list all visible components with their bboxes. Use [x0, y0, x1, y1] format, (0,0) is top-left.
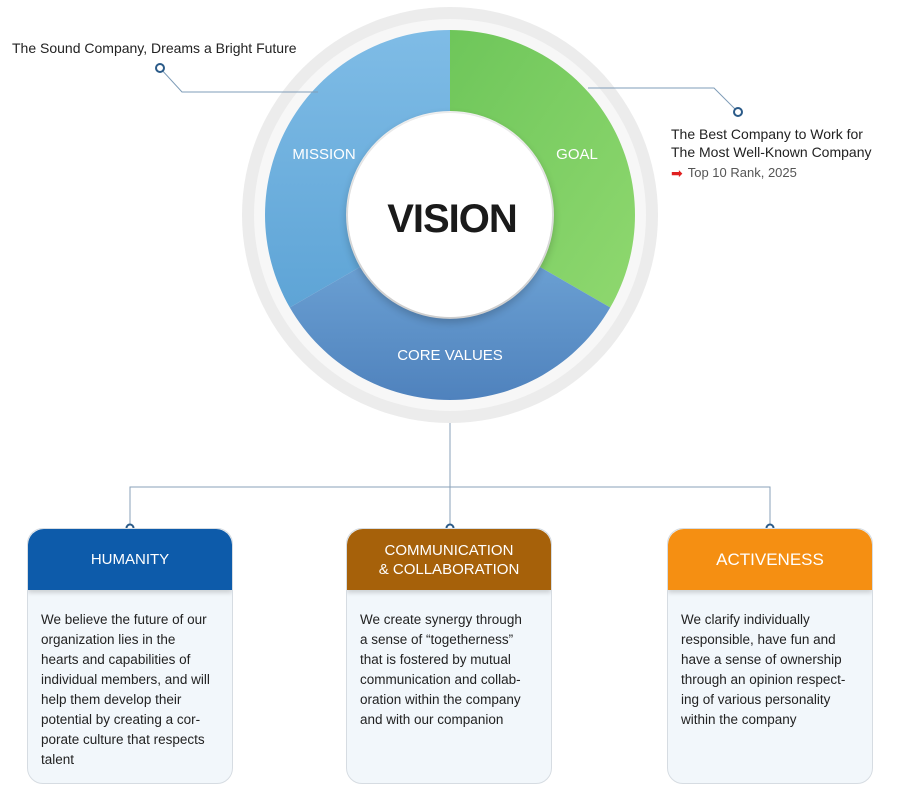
communication-line: and with our companion — [360, 712, 504, 727]
communication-card-header: COMMUNICATION & COLLABORATION — [347, 529, 551, 590]
core-values-label: CORE VALUES — [397, 347, 503, 364]
vision-center — [348, 113, 552, 317]
humanity-description: We believe the future of our organizatio… — [28, 590, 232, 770]
goal-segment — [450, 30, 635, 308]
goal-connector-dot — [733, 107, 743, 117]
humanity-line: potential by creating a cor- — [41, 712, 201, 727]
goal-caption-line2: The Most Well-Known Company — [671, 144, 872, 160]
vision-label: VISION — [387, 197, 517, 241]
humanity-card: HUMANITY We believe the future of our or… — [27, 528, 233, 784]
communication-line: that is fostered by mutual — [360, 652, 511, 667]
communication-title-line1: COMMUNICATION — [384, 541, 514, 559]
communication-line: oration within the company — [360, 692, 521, 707]
communication-line: communication and collab- — [360, 672, 521, 687]
humanity-card-header: HUMANITY — [28, 529, 232, 590]
communication-card: COMMUNICATION & COLLABORATION We create … — [346, 528, 552, 784]
mission-caption: The Sound Company, Dreams a Bright Futur… — [12, 40, 297, 56]
mission-segment — [265, 30, 450, 308]
activeness-card-header: ACTIVENESS — [668, 529, 872, 590]
activeness-title: ACTIVENESS — [716, 549, 824, 569]
humanity-line: talent — [41, 752, 75, 767]
activeness-line: within the company — [681, 712, 797, 727]
communication-line: We create synergy through — [360, 612, 522, 627]
humanity-line: We believe the future of our — [41, 612, 207, 627]
humanity-line: individual members, and will — [41, 672, 210, 687]
goal-connector — [588, 87, 739, 113]
rank-text: Top 10 Rank, 2025 — [687, 165, 797, 180]
humanity-line: help them develop their — [41, 692, 182, 707]
communication-description: We create synergy through a sense of “to… — [347, 590, 551, 730]
mission-connector — [159, 67, 318, 93]
humanity-line: organization lies in the — [41, 632, 176, 647]
mission-connector-dot — [155, 63, 165, 73]
humanity-line: porate culture that respects — [41, 732, 205, 747]
communication-title-line2: & COLLABORATION — [378, 560, 520, 578]
activeness-line: have a sense of ownership — [681, 652, 842, 667]
activeness-card: ACTIVENESS We clarify individually respo… — [667, 528, 873, 784]
communication-line: a sense of “togetherness” — [360, 632, 514, 647]
branch-connector — [129, 486, 771, 528]
goal-caption-line1: The Best Company to Work for — [671, 126, 863, 142]
goal-caption: The Best Company to Work for The Most We… — [671, 125, 871, 161]
rank-line: ➡ Top 10 Rank, 2025 — [671, 165, 797, 180]
activeness-line: through an opinion respect- — [681, 672, 846, 687]
activeness-description: We clarify individually responsible, hav… — [668, 590, 872, 730]
right-arrow-icon: ➡ — [671, 164, 683, 181]
mission-label: MISSION — [292, 146, 355, 163]
humanity-line: hearts and capabilities of — [41, 652, 191, 667]
activeness-line: responsible, have fun and — [681, 632, 836, 647]
core-values-segment — [289, 267, 611, 400]
humanity-title: HUMANITY — [90, 551, 170, 568]
activeness-line: We clarify individually — [681, 612, 810, 627]
activeness-line: ing of various personality — [681, 692, 831, 707]
goal-label: GOAL — [556, 146, 598, 163]
